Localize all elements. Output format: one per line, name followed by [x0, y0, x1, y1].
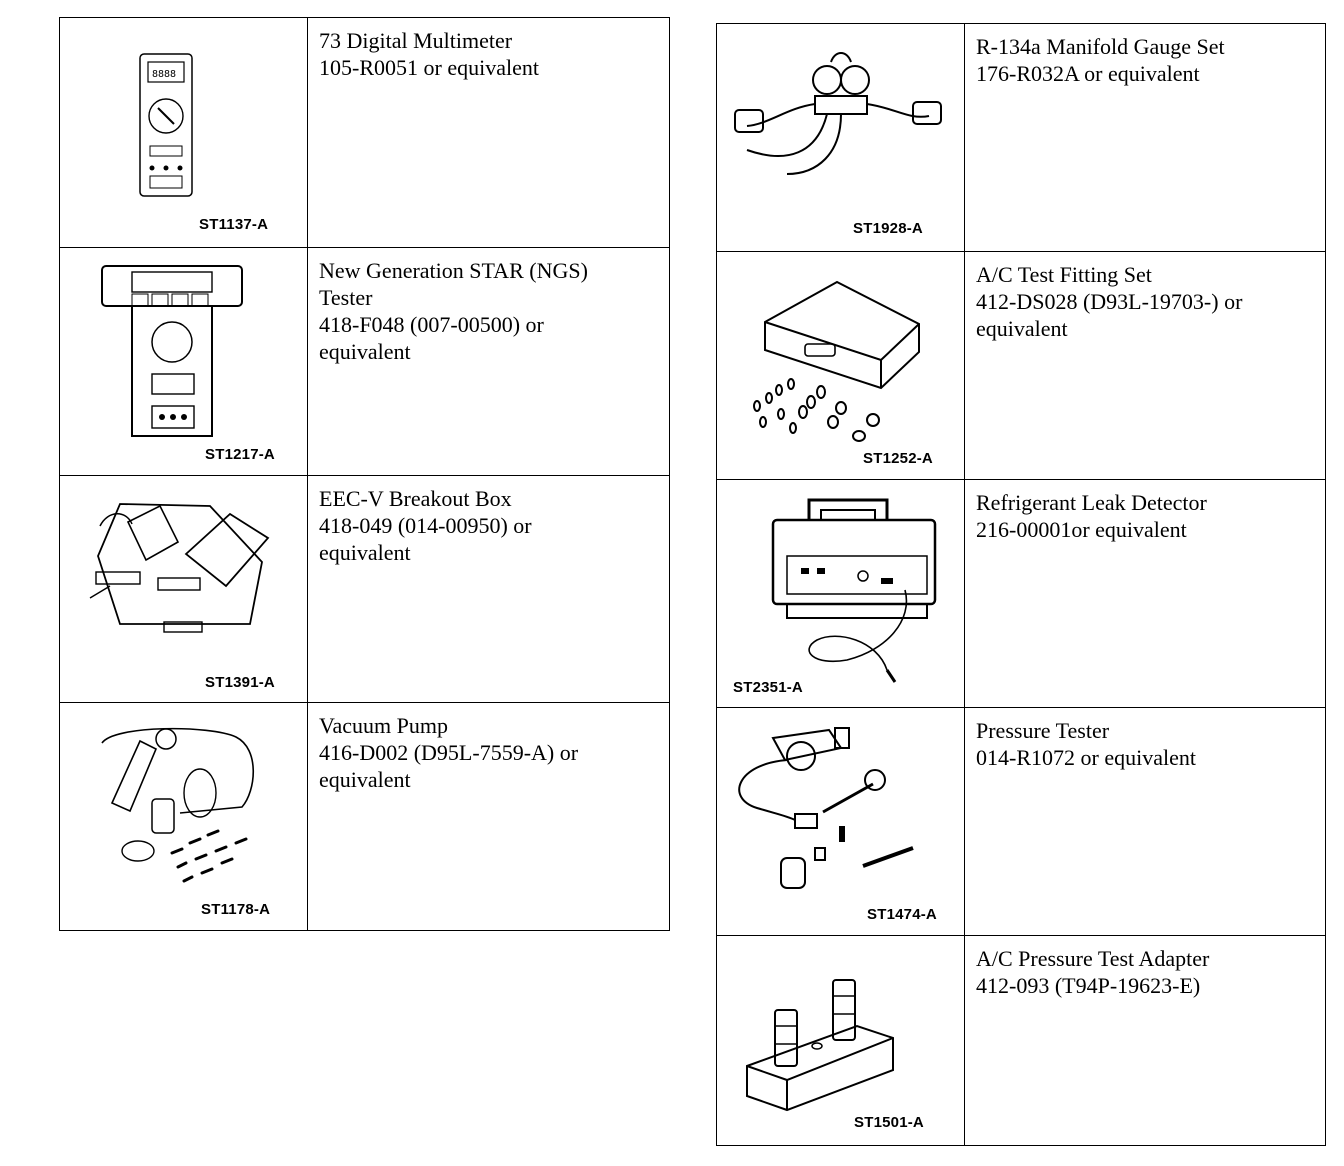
- description-line: equivalent: [976, 316, 1068, 341]
- leak-detector-icon: [771, 498, 937, 683]
- tool-row: ST2351-A Refrigerant Leak Detector 216-0…: [716, 479, 1326, 708]
- breakout-box-icon: [89, 503, 270, 633]
- description-line: Tester: [319, 285, 373, 310]
- tool-description: A/C Test Fitting Set 412-DS028 (D93L-197…: [964, 251, 1326, 480]
- description-line: EEC-V Breakout Box: [319, 486, 512, 511]
- description-line: 418-049 (014-00950) or: [319, 513, 532, 538]
- part-code: ST1391-A: [205, 674, 275, 691]
- tool-illustration-cell: ST2351-A: [716, 479, 965, 708]
- description-line: 176-R032A or equivalent: [976, 61, 1200, 86]
- description-line: 105-R0051 or equivalent: [319, 55, 539, 80]
- tool-row: ST1391-A EEC-V Breakout Box 418-049 (014…: [59, 475, 670, 703]
- svg-text:8888: 8888: [152, 69, 176, 80]
- pressure-adapter-icon: [746, 979, 894, 1112]
- part-code: ST1928-A: [853, 220, 923, 237]
- description-line: A/C Pressure Test Adapter: [976, 946, 1210, 971]
- tool-illustration-cell: ST1217-A: [59, 247, 308, 476]
- tool-illustration-cell: ST1252-A: [716, 251, 965, 480]
- description-line: 416-D002 (D95L-7559-A) or: [319, 740, 579, 765]
- tool-description: New Generation STAR (NGS) Tester 418-F04…: [307, 247, 670, 476]
- part-code: ST1137-A: [199, 216, 269, 233]
- tool-description: Refrigerant Leak Detector 216-00001or eq…: [964, 479, 1326, 708]
- left-tools-table: 8888 ST1137-A 73 Digital Multimeter 105-…: [59, 17, 670, 931]
- part-code: ST1474-A: [867, 906, 937, 923]
- tool-row: ST1178-A Vacuum Pump 416-D002 (D95L-7559…: [59, 702, 670, 931]
- tool-illustration-cell: ST1178-A: [59, 702, 308, 931]
- description-line: equivalent: [319, 767, 411, 792]
- description-line: 418-F048 (007-00500) or: [319, 312, 544, 337]
- tool-row: 8888 ST1137-A 73 Digital Multimeter 105-…: [59, 17, 670, 248]
- right-tools-table: ST1928-A R-134a Manifold Gauge Set 176-R…: [716, 23, 1326, 1146]
- tool-illustration-cell: ST1391-A: [59, 475, 308, 703]
- description-line: equivalent: [319, 540, 411, 565]
- description-line: 73 Digital Multimeter: [319, 28, 513, 53]
- description-line: equivalent: [319, 339, 411, 364]
- fitting-set-icon: [753, 280, 920, 442]
- description-line: New Generation STAR (NGS): [319, 258, 588, 283]
- description-line: 216-00001or equivalent: [976, 517, 1187, 542]
- description-line: 412-DS028 (D93L-19703-) or: [976, 289, 1243, 314]
- vacuum-pump-icon: [101, 727, 255, 883]
- part-code: ST2351-A: [733, 679, 803, 696]
- tool-illustration-cell: ST1474-A: [716, 707, 965, 936]
- tool-row: ST1928-A R-134a Manifold Gauge Set 176-R…: [716, 23, 1326, 252]
- tool-illustration-cell: ST1928-A: [716, 23, 965, 252]
- pressure-tester-icon: [738, 727, 914, 889]
- tool-description: 73 Digital Multimeter 105-R0051 or equiv…: [307, 17, 670, 248]
- description-line: 014-R1072 or equivalent: [976, 745, 1196, 770]
- tool-row: ST1217-A New Generation STAR (NGS) Teste…: [59, 247, 670, 476]
- tool-description: R-134a Manifold Gauge Set 176-R032A or e…: [964, 23, 1326, 252]
- part-code: ST1501-A: [854, 1114, 924, 1131]
- manifold-gauge-icon: [734, 52, 942, 175]
- tool-description: A/C Pressure Test Adapter 412-093 (T94P-…: [964, 935, 1326, 1146]
- tool-row: ST1252-A A/C Test Fitting Set 412-DS028 …: [716, 251, 1326, 480]
- tool-illustration-cell: 8888 ST1137-A: [59, 17, 308, 248]
- part-code: ST1217-A: [205, 446, 275, 463]
- multimeter-icon: 8888: [139, 53, 193, 197]
- tool-description: EEC-V Breakout Box 418-049 (014-00950) o…: [307, 475, 670, 703]
- tool-illustration-cell: ST1501-A: [716, 935, 965, 1146]
- description-line: Pressure Tester: [976, 718, 1110, 743]
- description-line: Refrigerant Leak Detector: [976, 490, 1207, 515]
- tool-description: Pressure Tester 014-R1072 or equivalent: [964, 707, 1326, 936]
- ngs-tester-icon: [101, 265, 243, 437]
- part-code: ST1252-A: [863, 450, 933, 467]
- description-line: Vacuum Pump: [319, 713, 448, 738]
- tool-row: ST1474-A Pressure Tester 014-R1072 or eq…: [716, 707, 1326, 936]
- part-code: ST1178-A: [201, 901, 271, 918]
- tool-row: ST1501-A A/C Pressure Test Adapter 412-0…: [716, 935, 1326, 1146]
- description-line: R-134a Manifold Gauge Set: [976, 34, 1225, 59]
- description-line: 412-093 (T94P-19623-E): [976, 973, 1201, 998]
- description-line: A/C Test Fitting Set: [976, 262, 1152, 287]
- tool-description: Vacuum Pump 416-D002 (D95L-7559-A) or eq…: [307, 702, 670, 931]
